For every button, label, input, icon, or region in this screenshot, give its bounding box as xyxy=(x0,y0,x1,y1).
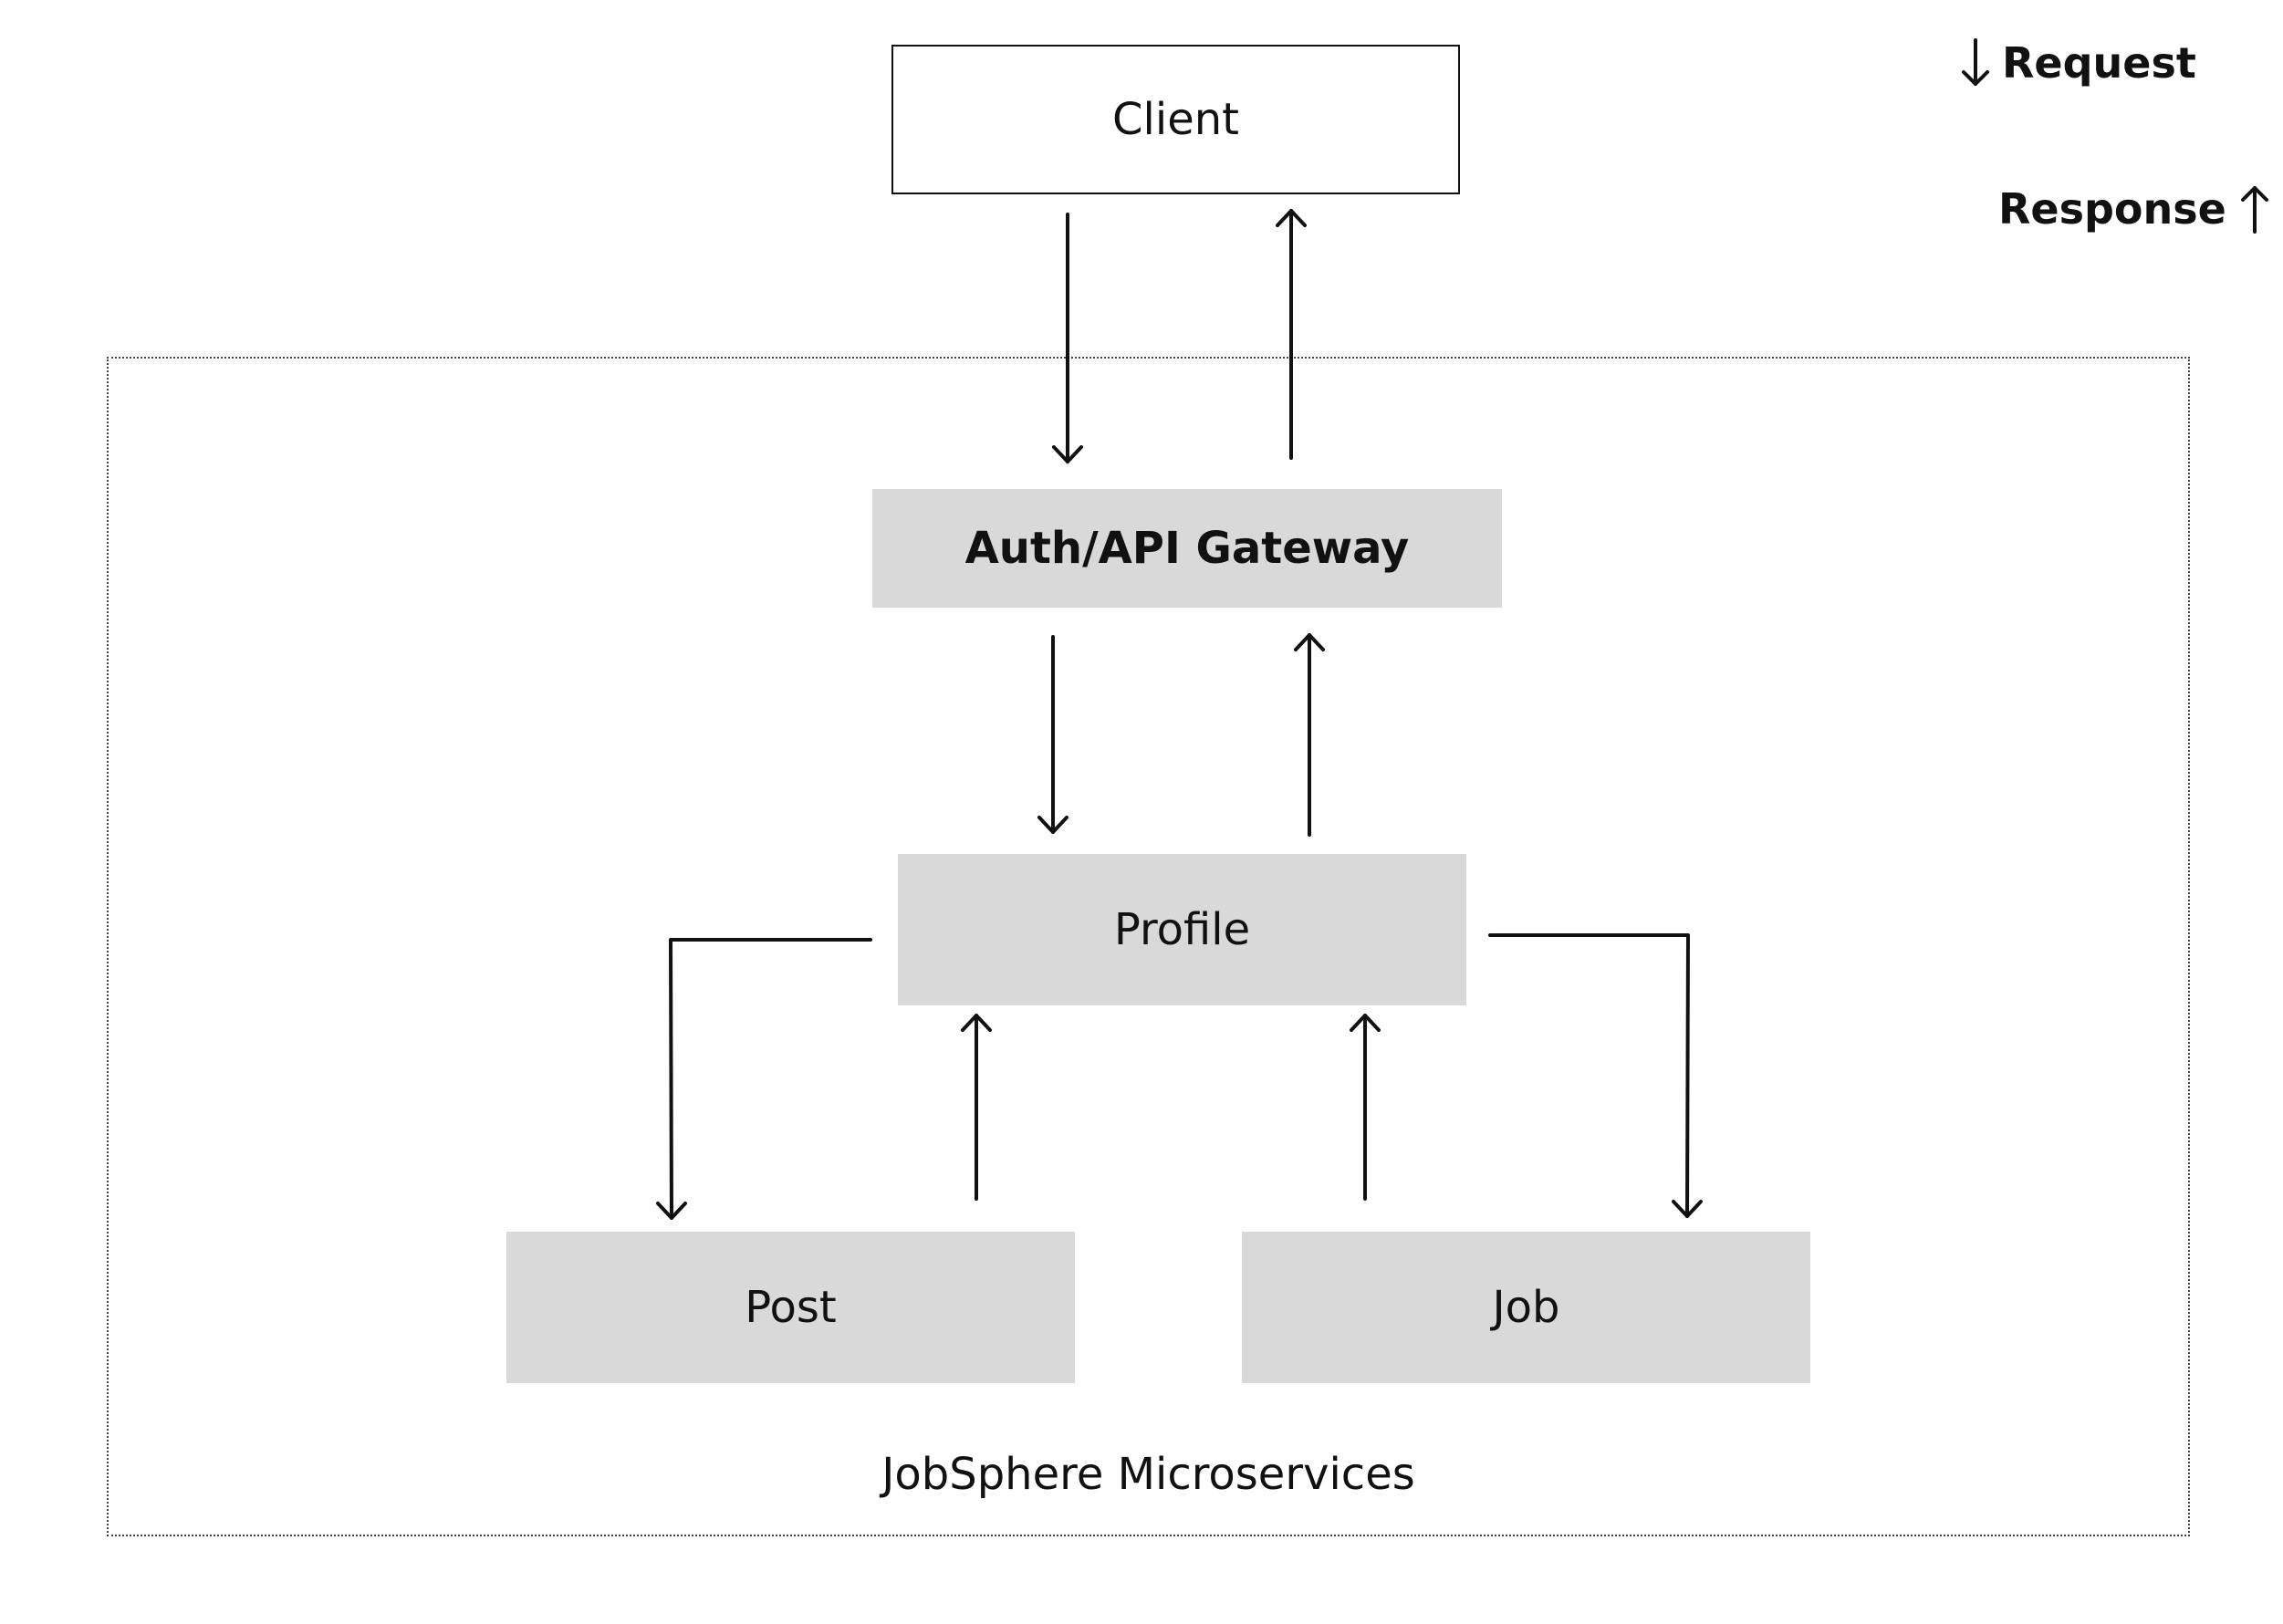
post-label: Post xyxy=(745,1282,837,1333)
profile-to-post-request-arrow xyxy=(656,938,872,1220)
profile-to-job-request-arrow xyxy=(1488,933,1703,1218)
boundary-label: JobSphere Microservices xyxy=(881,1449,1415,1500)
profile-to-gateway-response-arrow xyxy=(1294,633,1325,837)
gateway-to-client-response-arrow xyxy=(1276,209,1307,460)
gateway-to-profile-request-arrow xyxy=(1037,635,1069,834)
legend-request: Request xyxy=(1960,36,2196,89)
legend-request-label: Request xyxy=(2002,38,2196,88)
client-label: Client xyxy=(1112,94,1239,145)
microservices-boundary xyxy=(107,357,2190,1536)
gateway-node: Auth/API Gateway xyxy=(872,489,1502,608)
job-label: Job xyxy=(1492,1282,1560,1333)
up-arrow-icon xyxy=(2239,182,2270,235)
job-to-profile-response-arrow xyxy=(1350,1014,1381,1201)
client-to-gateway-request-arrow xyxy=(1052,213,1083,463)
post-to-profile-response-arrow xyxy=(961,1014,992,1201)
gateway-label: Auth/API Gateway xyxy=(964,523,1410,574)
legend-response: Response xyxy=(1998,182,2270,235)
down-arrow-icon xyxy=(1960,36,1991,89)
profile-label: Profile xyxy=(1113,904,1251,955)
legend-response-label: Response xyxy=(1998,184,2226,234)
post-node: Post xyxy=(506,1232,1075,1383)
client-node: Client xyxy=(891,45,1460,194)
job-node: Job xyxy=(1242,1232,1810,1383)
profile-node: Profile xyxy=(898,854,1466,1005)
